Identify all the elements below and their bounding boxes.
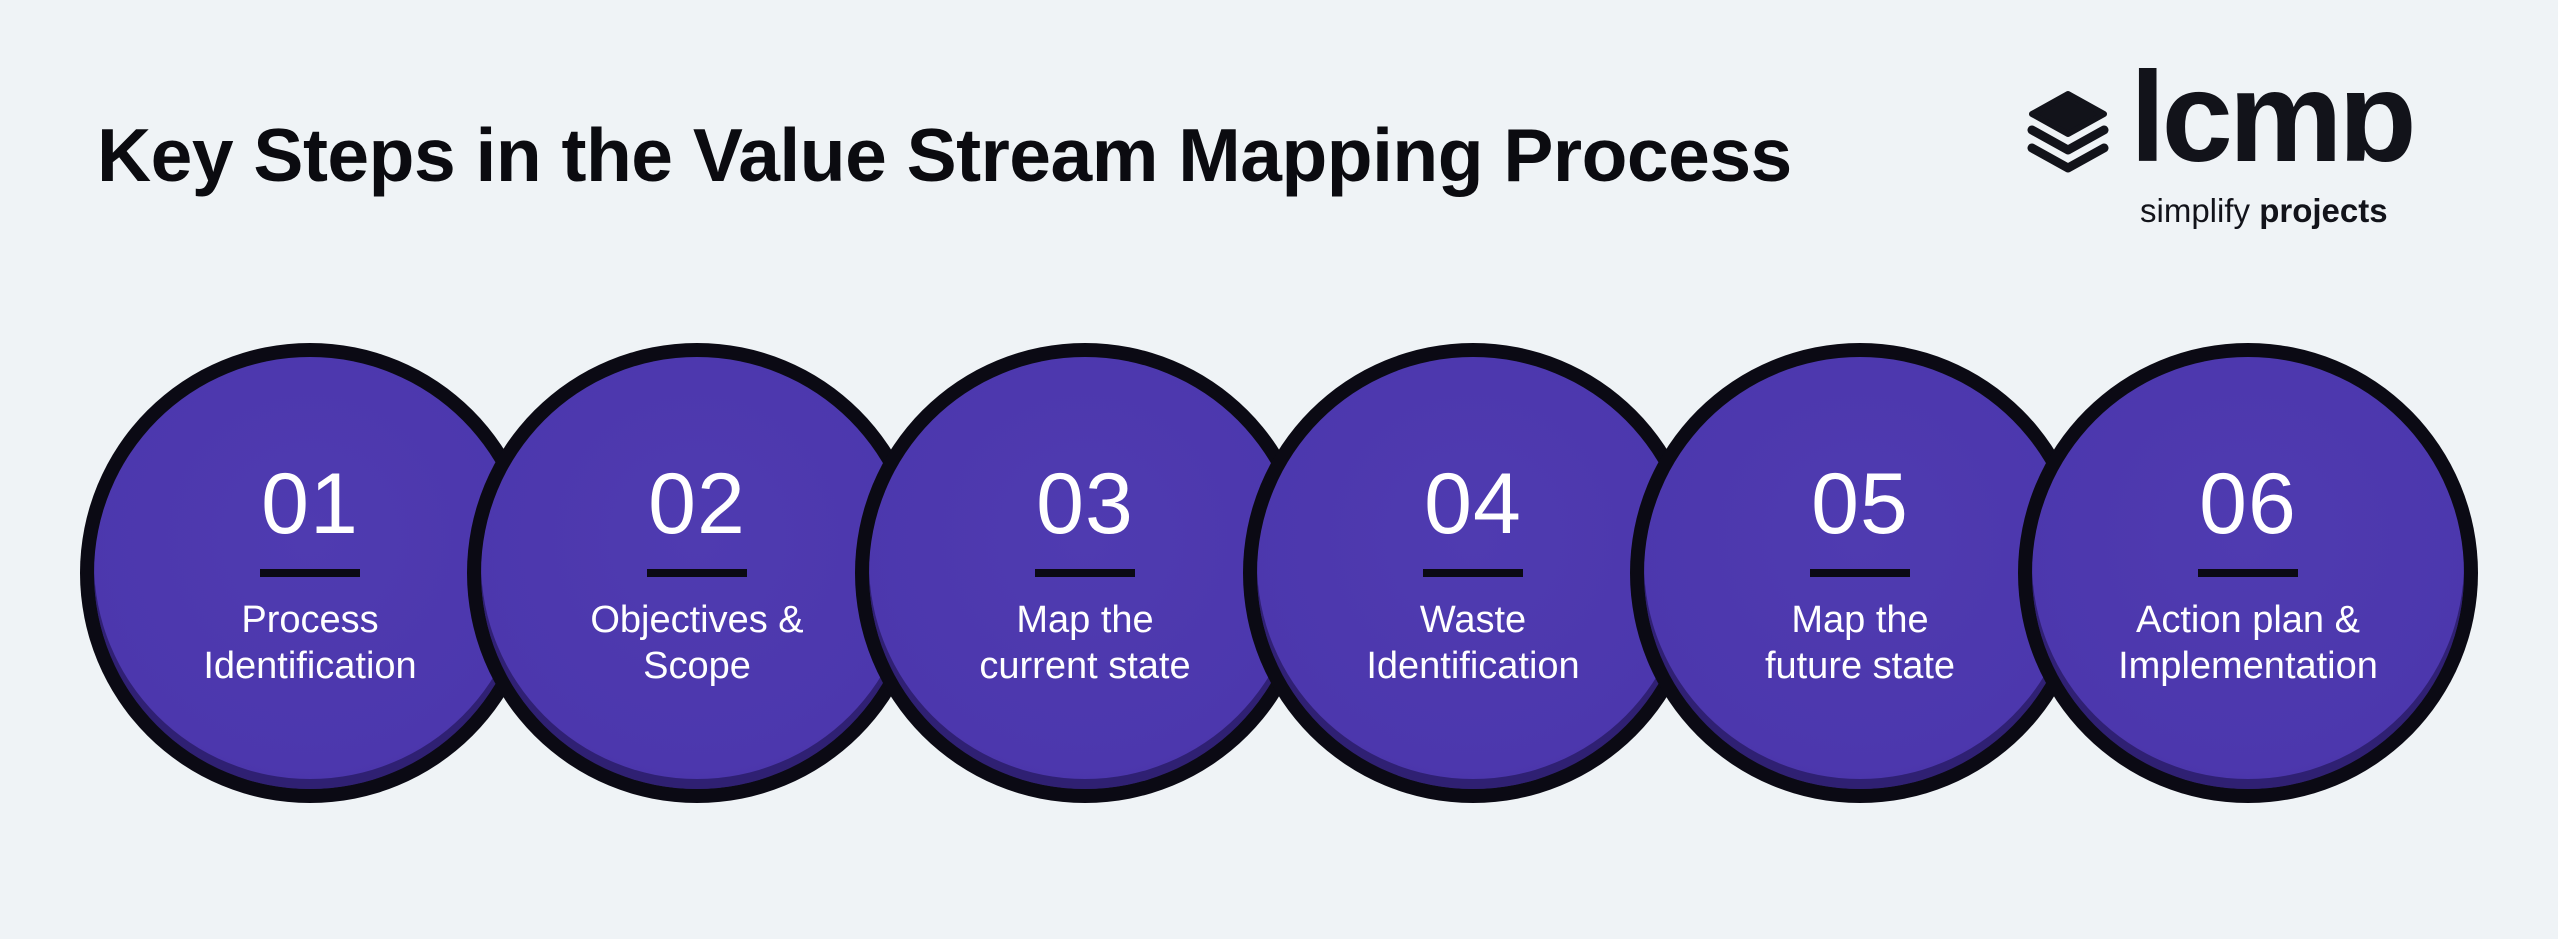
step-divider — [1035, 569, 1135, 577]
page-title: Key Steps in the Value Stream Mapping Pr… — [97, 113, 1792, 197]
step-label-line2: Identification — [1366, 645, 1580, 687]
step-label-line2: Scope — [643, 645, 751, 687]
step-circle-06: 06 Action plan & Implementation — [2018, 343, 2478, 803]
step-label-line1: Map the — [1791, 599, 1929, 641]
step-label-line1: Waste — [1419, 599, 1527, 641]
tagline-projects: projects — [2259, 192, 2388, 229]
step-circle-01: 01 Process Identification — [80, 343, 540, 803]
step-label-line1: Action plan & — [2136, 599, 2360, 641]
step-number: 03 — [1036, 456, 1134, 552]
step-number: 04 — [1424, 456, 1522, 552]
stacked-layers-icon — [2027, 91, 2109, 173]
step-label: Map the current state — [895, 597, 1275, 689]
step-divider — [1423, 569, 1523, 577]
step-divider — [2198, 569, 2298, 577]
step-label-line1: Objectives & — [590, 599, 804, 641]
step-label-line1: Map the — [1016, 599, 1154, 641]
step-number: 05 — [1811, 456, 1909, 552]
logo-wordmark: lcmɒ — [2130, 54, 2417, 182]
step-label-line2: current state — [979, 645, 1191, 687]
step-label-line2: Identification — [203, 645, 417, 687]
step-circle-02: 02 Objectives & Scope — [467, 343, 927, 803]
step-label-line1: Process — [241, 599, 379, 641]
step-divider — [647, 569, 747, 577]
step-label: Process Identification — [120, 597, 500, 689]
step-label: Waste Identification — [1283, 597, 1663, 689]
step-circle-05: 05 Map the future state — [1630, 343, 2090, 803]
step-circle-04: 04 Waste Identification — [1243, 343, 1703, 803]
step-number: 01 — [261, 456, 359, 552]
step-number: 06 — [2199, 456, 2297, 552]
step-label-line2: future state — [1764, 645, 1956, 687]
step-number: 02 — [648, 456, 746, 552]
step-circle-03: 03 Map the current state — [855, 343, 1315, 803]
logo-tagline: simplify projects — [2140, 192, 2388, 230]
step-divider — [1810, 569, 1910, 577]
tagline-simplify: simplify — [2140, 192, 2251, 229]
step-label: Action plan & Implementation — [2058, 597, 2438, 689]
logo-wordmark-text: lcmɒ — [2130, 46, 2417, 189]
step-divider — [260, 569, 360, 577]
brand-logo: lcmɒ simplify projects — [2020, 54, 2440, 238]
step-label-line2: Implementation — [2118, 645, 2378, 687]
step-label: Objectives & Scope — [507, 597, 887, 689]
step-label: Map the future state — [1670, 597, 2050, 689]
